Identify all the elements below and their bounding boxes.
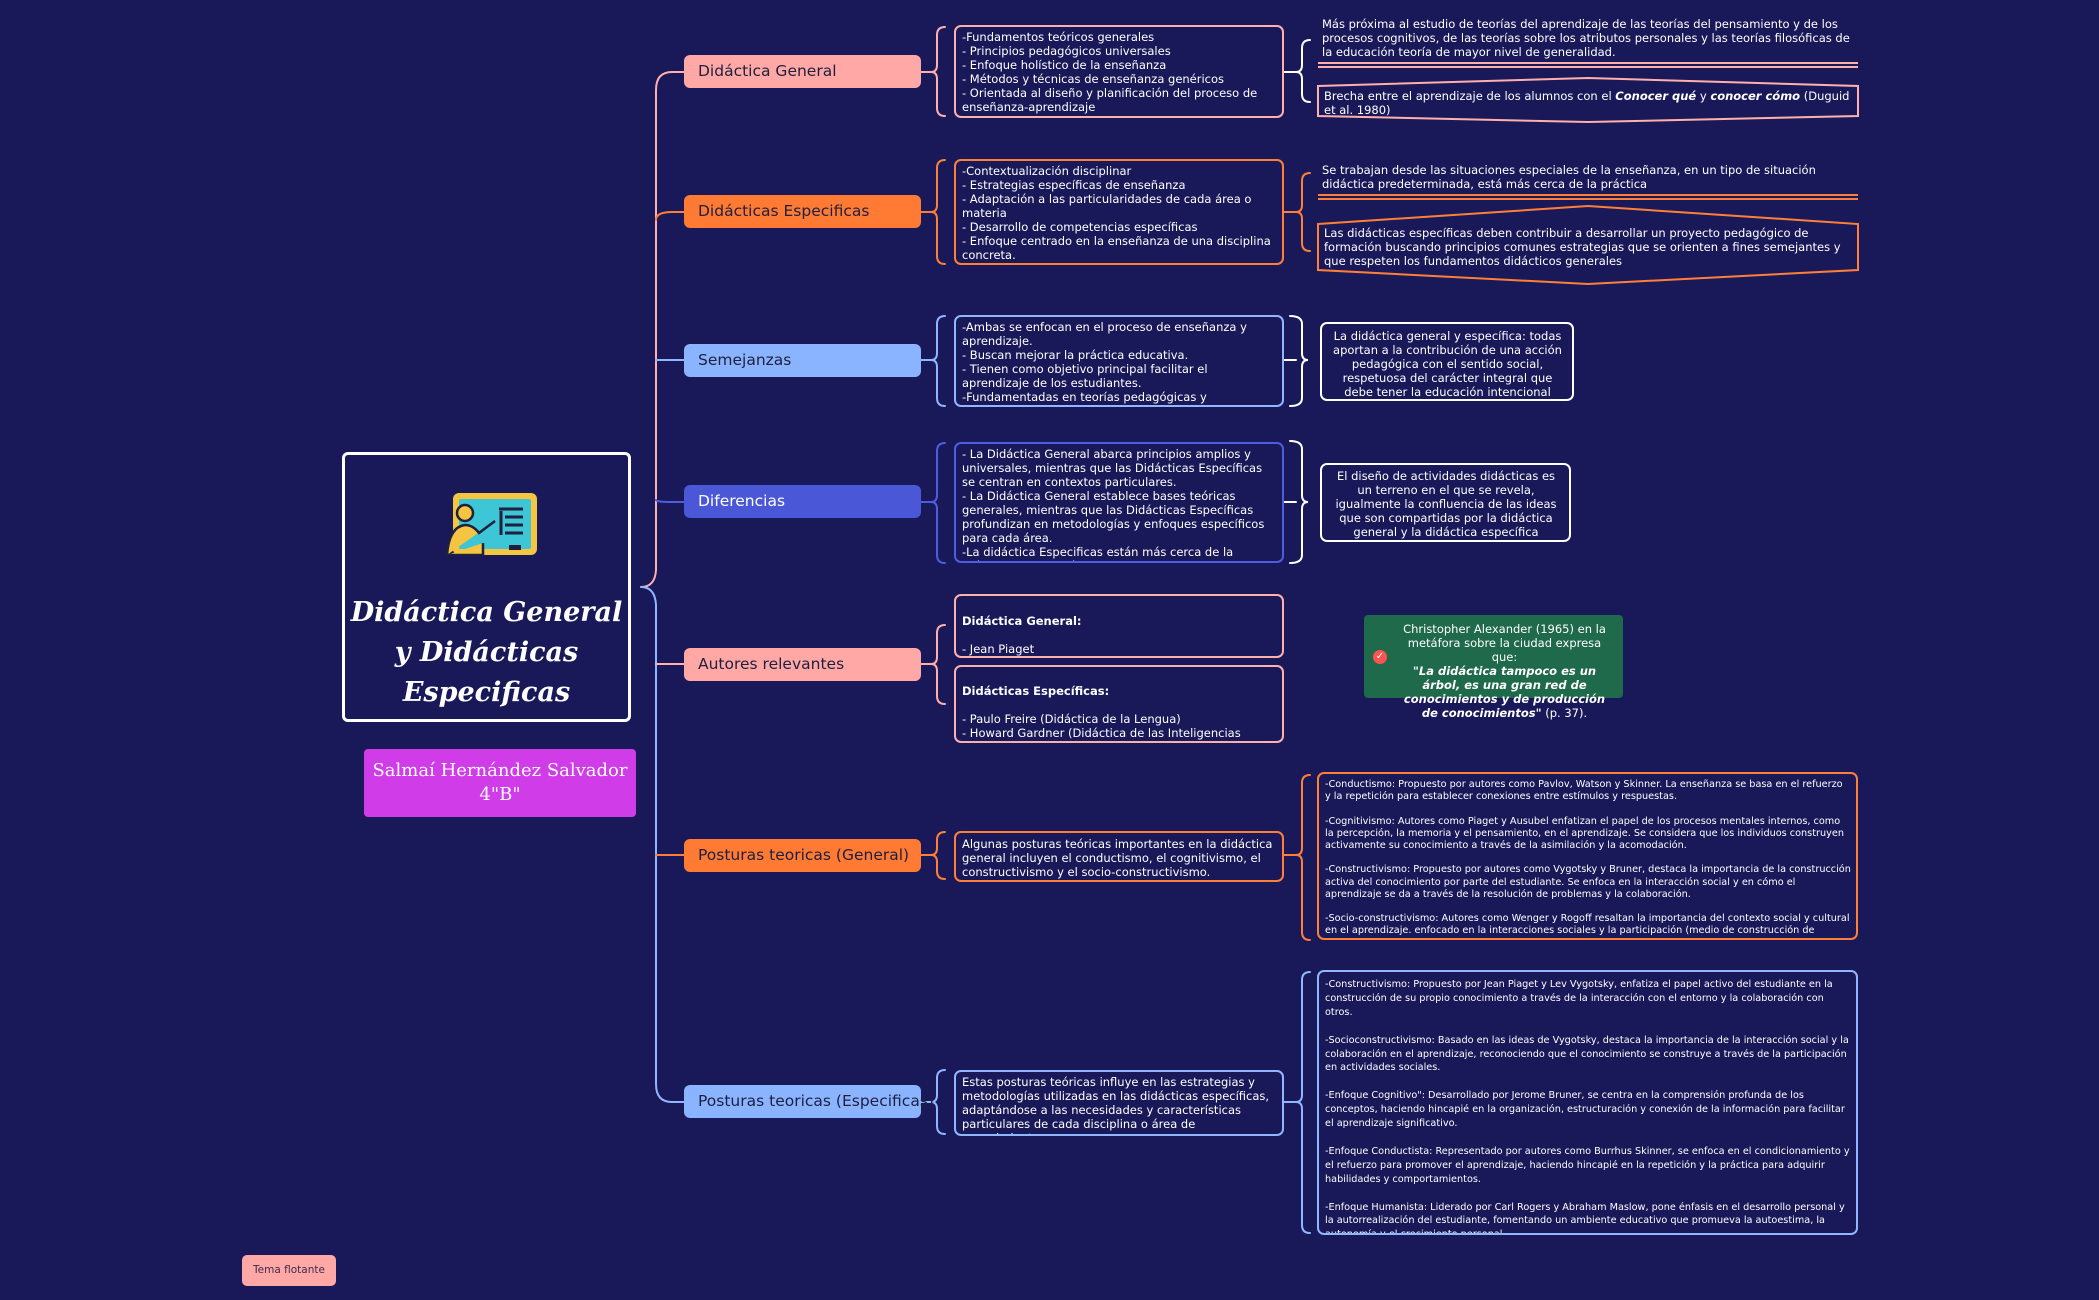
quote-intro: Christopher Alexander (1965) en la metáf…: [1403, 622, 1606, 664]
note-emphasis: conocer cómo: [1710, 89, 1801, 103]
teacher-icon: [445, 493, 537, 557]
note-especificas-2[interactable]: Las didácticas específicas deben contrib…: [1324, 226, 1841, 268]
quote-callout[interactable]: ✓ Christopher Alexander (1965) en la met…: [1364, 615, 1623, 720]
note-text: (Duguid et al. 1980): [1324, 89, 1850, 117]
note-posturas-especificas[interactable]: -Constructivismo: Propuesto por Jean Pia…: [1317, 970, 1858, 1235]
author-group: 4"B": [479, 784, 521, 805]
detail-diferencias[interactable]: - La Didáctica General abarca principios…: [954, 442, 1284, 563]
author-name: Salmaí Hernández Salvador: [372, 760, 628, 781]
central-title: Didáctica General y Didácticas Especific…: [345, 593, 628, 713]
detail-especificas[interactable]: -Contextualización disciplinar - Estrate…: [954, 159, 1284, 265]
note-general-2[interactable]: Brecha entre el aprendizaje de los alumn…: [1324, 89, 1854, 119]
note-emphasis: Conocer qué: [1615, 89, 1697, 103]
detail-autores-general[interactable]: Didáctica General: - Jean Piaget - Lev V…: [954, 594, 1284, 658]
pin-icon: ✓: [1373, 650, 1387, 664]
note-posturas-general[interactable]: -Conductismo: Propuesto por autores como…: [1317, 772, 1858, 940]
note-semejanzas[interactable]: La didáctica general y específica: todas…: [1320, 322, 1574, 401]
quote-text: "La didáctica tampoco es un árbol, es un…: [1403, 664, 1606, 720]
note-text: y: [1696, 89, 1711, 103]
central-title-line: Especificas: [402, 677, 571, 708]
detail-posturas-especificas[interactable]: Estas posturas teóricas influye en las e…: [954, 1070, 1284, 1136]
note-especificas-1[interactable]: Se trabajan desde las situaciones especi…: [1322, 163, 1816, 191]
topic-didactica-general[interactable]: Didáctica General: [684, 55, 921, 88]
central-topic[interactable]: Didáctica General y Didácticas Especific…: [342, 452, 631, 722]
topic-posturas-especificas[interactable]: Posturas teoricas (Especificas): [684, 1085, 934, 1118]
detail-posturas-general[interactable]: Algunas posturas teóricas importantes en…: [954, 831, 1284, 882]
author-box[interactable]: Salmaí Hernández Salvador 4"B": [364, 749, 636, 817]
topic-didacticas-especificas[interactable]: Didácticas Especificas: [684, 195, 921, 228]
autores-especificas-list: - Paulo Freire (Didáctica de la Lengua) …: [962, 712, 1241, 741]
note-diferencias[interactable]: El diseño de actividades didácticas es u…: [1320, 463, 1571, 542]
floating-topic[interactable]: Tema flotante: [242, 1255, 336, 1286]
topic-posturas-general[interactable]: Posturas teoricas (General): [684, 839, 921, 872]
topic-diferencias[interactable]: Diferencias: [684, 485, 921, 518]
central-title-line: Didáctica General: [350, 597, 623, 628]
topic-semejanzas[interactable]: Semejanzas: [684, 344, 921, 377]
note-general-1[interactable]: Más próxima al estudio de teorías del ap…: [1322, 17, 1850, 59]
detail-general[interactable]: -Fundamentos teóricos generales - Princi…: [954, 25, 1284, 118]
topic-autores-relevantes[interactable]: Autores relevantes: [684, 648, 921, 681]
detail-autores-especificas[interactable]: Didácticas Específicas: - Paulo Freire (…: [954, 665, 1284, 743]
detail-semejanzas[interactable]: -Ambas se enfocan en el proceso de enseñ…: [954, 315, 1284, 407]
note-text: Brecha entre el aprendizaje de los alumn…: [1324, 89, 1616, 103]
quote-ref: (p. 37).: [1541, 706, 1588, 720]
central-title-line: y Didácticas: [394, 637, 579, 668]
autores-general-list: - Jean Piaget - Lev Vygotsky - John Dewe…: [962, 642, 1035, 656]
autores-general-title: Didáctica General:: [962, 614, 1082, 628]
autores-especificas-title: Didácticas Específicas:: [962, 684, 1110, 698]
